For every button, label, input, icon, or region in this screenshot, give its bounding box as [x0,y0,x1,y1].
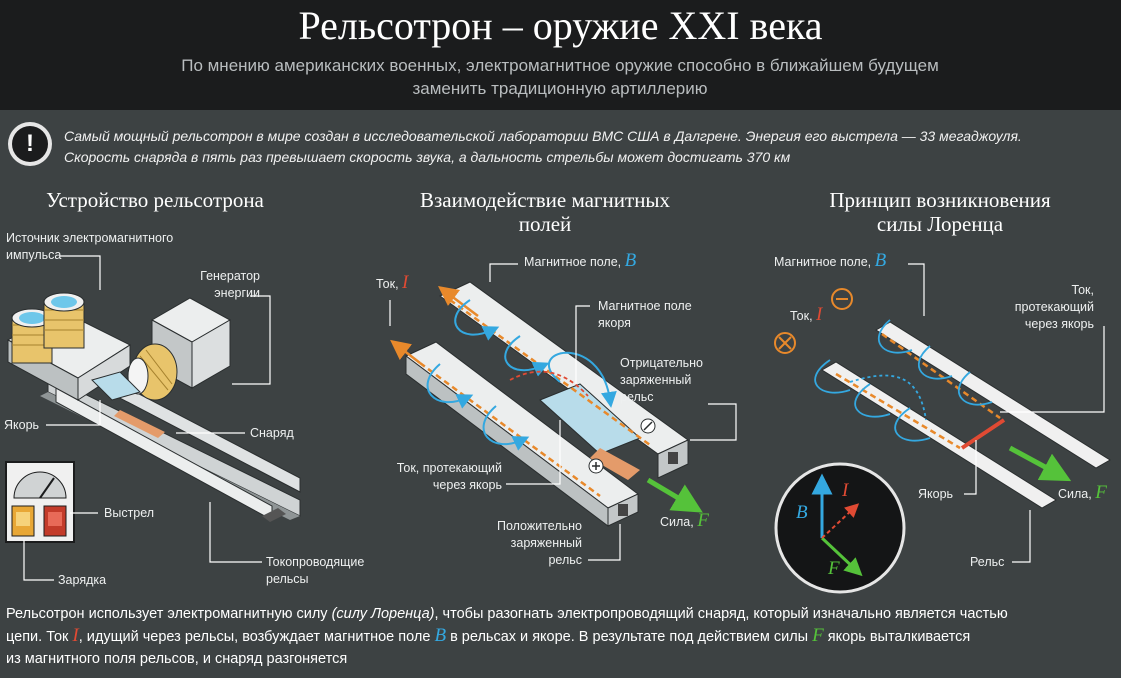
label-p2-flow: Ток, протекающий через якорь [396,461,502,492]
label-p2-current: Ток, I [376,272,409,293]
note-line-2: Скорость снаряда в пять раз превышает ск… [64,149,791,165]
page-title: Рельсотрон – оружие XXI века [298,3,823,48]
label-p3-rail: Рельс [970,555,1005,569]
label-charge: Зарядка [58,573,107,587]
vector-i-label: I [842,480,849,501]
panel1-title: Устройство рельсотрона [46,188,264,212]
label-p3-field: Магнитное поле, B [774,250,887,271]
footer-line-1: Рельсотрон использует электромагнитную с… [6,606,1008,622]
note-line-1: Самый мощный рельсотрон в мире создан в … [64,128,1022,144]
subtitle-line-1: По мнению американских военных, электром… [181,56,939,75]
label-p3-force: Сила, F [1058,482,1107,503]
label-generator: Генератор энергии [200,269,260,300]
label-p3-flow: Ток, протекающий через якорь [1014,283,1094,331]
header: Рельсотрон – оружие XXI века По мнению а… [0,0,1121,110]
label-rails: Токопроводящие рельсы [266,555,365,586]
panel3-title: Принцип возникновения силы Лоренца [829,188,1051,236]
label-p3-current: Ток, I [790,304,823,325]
footer-line-2: цепи. Ток I, идущий через рельсы, возбуж… [6,625,971,646]
exclamation-icon: ! [8,122,52,166]
magnetic-fields-diagram [389,263,737,561]
exclamation-glyph: ! [12,126,48,162]
vector-b-label: B [796,502,808,523]
label-armature-field: Магнитное поле якоря [598,299,692,330]
label-fire: Выстрел [104,506,155,520]
label-positive-rail: Положительно заряженный рельс [496,519,582,567]
footer-line-3: из магнитного поля рельсов, и снаряд раз… [6,651,348,667]
panel2-title: Взаимодействие магнитных полей [419,188,671,236]
subtitle-line-2: заменить традиционную артиллерию [412,79,708,98]
label-projectile: Снаряд [250,426,294,440]
info-note: Самый мощный рельсотрон в мире создан в … [64,126,1114,168]
lorentz-force-diagram [774,263,1111,594]
label-p2-field: Магнитное поле, B [524,250,637,271]
label-p2-force: Сила, F [660,510,709,531]
label-source: Источник электромагнитного импульса [6,231,174,262]
page-subtitle: По мнению американских военных, электром… [130,54,990,100]
label-negative-rail: Отрицательно заряженный рельс [620,356,704,404]
vector-f-label: F [828,558,840,579]
label-armature: Якорь [4,418,40,432]
label-p3-armature: Якорь [918,487,954,501]
railgun-device [5,255,301,581]
footer-description: Рельсотрон использует электромагнитную с… [6,603,1116,670]
